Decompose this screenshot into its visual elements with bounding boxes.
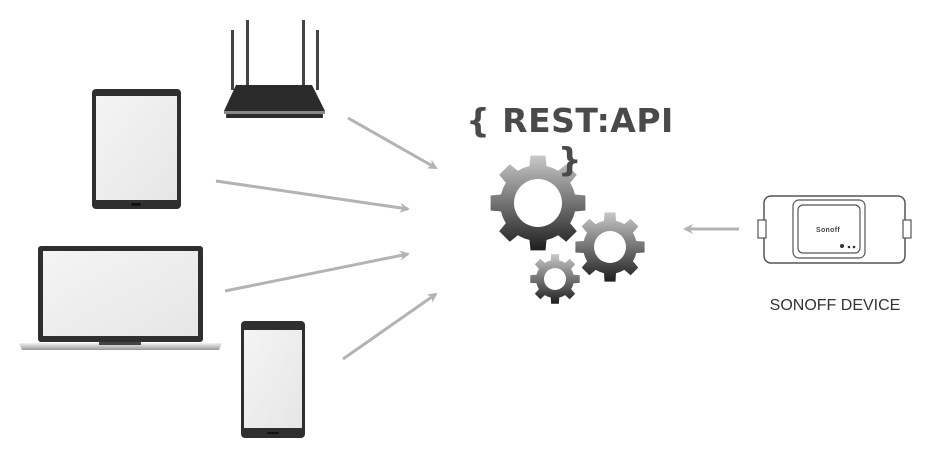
arrow-tablet-to-api [215,179,410,213]
gear-medium-icon [575,212,645,282]
sonoff-device-label: SONOFF DEVICE [769,297,901,314]
arrow-laptop-to-api [224,250,410,293]
gears-icon [490,155,645,304]
gear-large-icon [490,155,586,251]
rest-api-title: { REST:API } [466,101,674,179]
laptop-icon [19,246,222,350]
smartphone-icon [241,321,305,438]
sonoff-brand-logo: Sonoff [816,227,840,234]
arrow-router-to-api [347,116,438,170]
router-icon [224,20,325,118]
gear-small-icon [530,254,580,304]
sonoff-device-icon: Sonoff [757,195,912,264]
tablet-icon [92,89,181,209]
arrow-phone-to-api [342,292,438,361]
